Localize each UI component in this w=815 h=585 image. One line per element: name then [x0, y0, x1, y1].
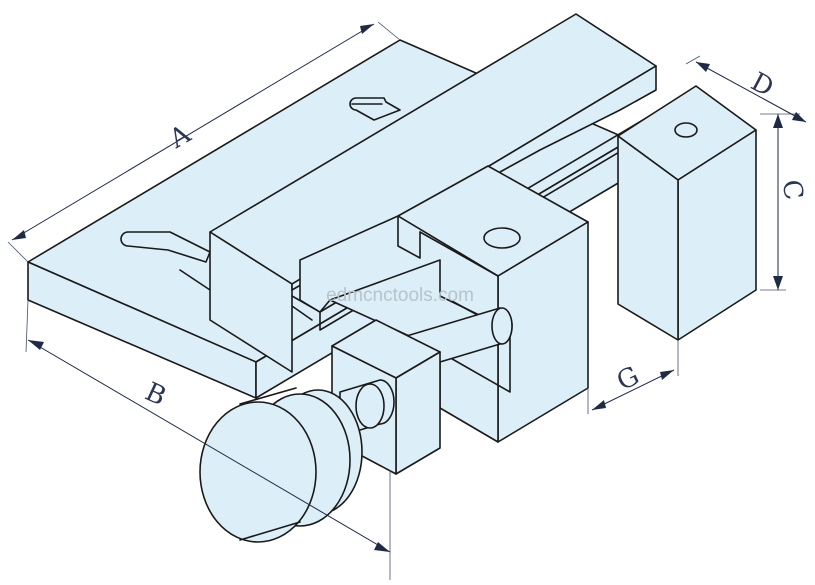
dimension-g: [587, 340, 679, 414]
knob-face-icon: [199, 401, 317, 543]
knob: [199, 379, 395, 543]
clamp-hole-icon: [674, 122, 698, 138]
jaw-hole-icon: [483, 227, 521, 249]
dimension-a: [7, 21, 401, 263]
dimension-d: [685, 55, 807, 123]
clamp-block: [617, 85, 757, 341]
watermark: edmcnctools.com: [326, 285, 474, 306]
label-b: B: [140, 377, 170, 412]
label-c: C: [775, 178, 808, 203]
dimension-b: [25, 299, 391, 580]
slot-left: [120, 231, 211, 263]
slot-upper: [349, 97, 401, 121]
label-g: G: [612, 361, 644, 397]
dimension-c: [760, 113, 800, 291]
label-a: A: [164, 119, 197, 155]
label-d: D: [746, 67, 779, 103]
moving-jaw: [299, 165, 589, 443]
